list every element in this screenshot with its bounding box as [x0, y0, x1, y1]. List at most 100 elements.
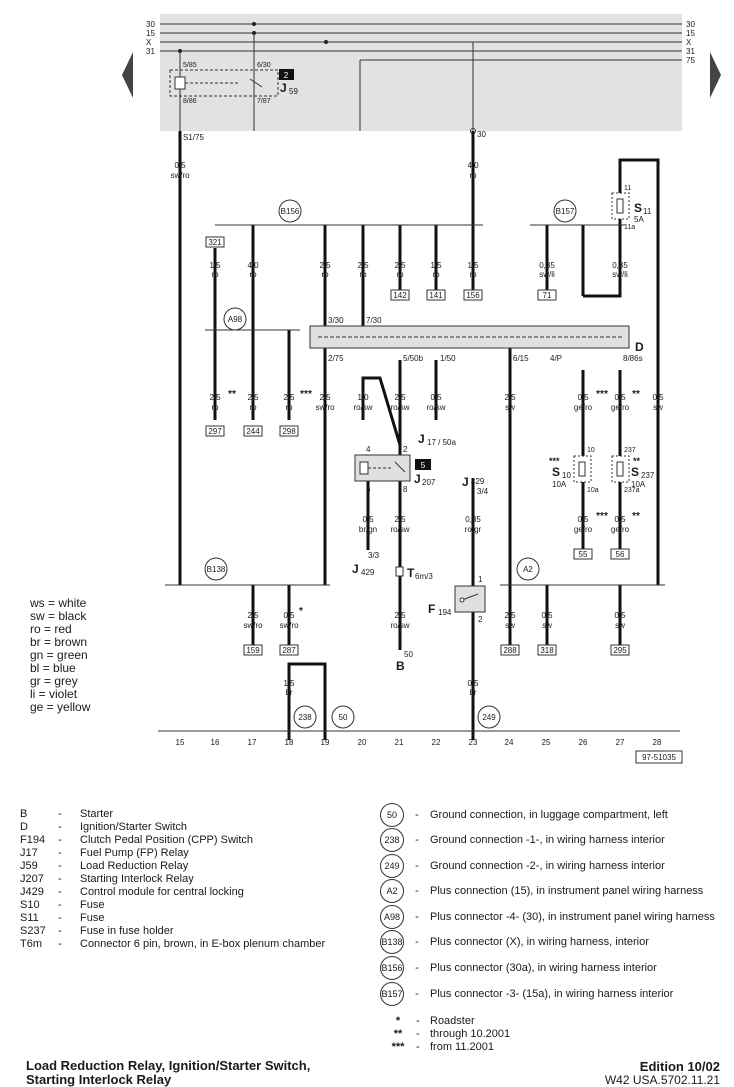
ground-id: B138: [380, 930, 404, 954]
footnote-symbol: ***: [391, 1041, 405, 1053]
component-text: Starting Interlock Relay: [80, 873, 194, 885]
wire-size: 2,5: [394, 515, 406, 524]
fuse-s10-mark: ***: [549, 456, 560, 466]
wire-size: 2,5: [394, 261, 406, 270]
component-text: Starter: [80, 808, 114, 820]
wire-size: 2,5: [504, 393, 516, 402]
wire-size: 0,35: [465, 515, 481, 524]
wire-color: sw/li: [612, 270, 628, 279]
wire-size: 2,5: [357, 261, 369, 270]
f194-pin: 2: [478, 615, 483, 624]
component-code: J59: [20, 860, 38, 872]
component-code: B: [20, 808, 28, 820]
ground-id: B157: [380, 982, 404, 1006]
document-code: W42 USA.5702.11.21: [604, 1073, 720, 1087]
fuse-s237: 237 237a ** S 237 10A: [611, 447, 655, 494]
switch-d-pin: 7/30: [366, 316, 382, 325]
wire-size: 2,5: [247, 393, 259, 402]
wire-ref-box: 142: [393, 291, 407, 300]
wire-color: ro: [432, 270, 440, 279]
relay-j59-pin-585: 5/85: [183, 62, 197, 69]
ground-id: A98: [380, 905, 404, 929]
ground-legend-item: 50-Ground connection, in luggage compart…: [380, 803, 668, 827]
j429-top-name: J: [462, 475, 469, 489]
color-legend-item: li = violet: [30, 687, 78, 701]
wire-color: ro: [211, 403, 219, 412]
j429-bottom-sub: 429: [361, 568, 375, 577]
j17-name: J: [418, 432, 425, 446]
color-legend-item: ro = red: [30, 622, 72, 636]
wire-color: ge/ro: [574, 403, 593, 412]
rail-label-right-15: 15: [686, 29, 695, 38]
prev-page-arrow-icon[interactable]: [122, 52, 133, 98]
fuse-s10-name: S: [552, 465, 560, 479]
wire-color: br: [285, 688, 292, 697]
next-page-arrow-icon[interactable]: [710, 52, 721, 98]
wire-ref-box: 159: [246, 646, 260, 655]
rail-label-right-31: 31: [686, 47, 695, 56]
component-code: J207: [20, 873, 44, 885]
component-code: S11: [20, 912, 39, 924]
ground-text: Plus connector (X), in wiring harness, i…: [430, 936, 649, 948]
wire-mark: ***: [596, 389, 608, 400]
wire-size: 0,5: [577, 515, 589, 524]
fuse-s237-mark: **: [633, 456, 641, 466]
switch-f194: F 194 1 2: [428, 575, 486, 624]
fuse-s11-name: S: [634, 201, 642, 215]
ground-text: Ground connection, in luggage compartmen…: [430, 809, 668, 821]
wire-color: sw/li: [539, 270, 555, 279]
power-rails: [160, 23, 682, 131]
page-title-line: Starting Interlock Relay: [26, 1072, 172, 1087]
relay-j207-pin: 4: [366, 445, 371, 454]
rail-label-right-x: X: [686, 38, 692, 47]
ground-id: B156: [380, 956, 404, 980]
fuse-s10-pin: 10: [587, 447, 595, 454]
wire-color: sw: [542, 621, 552, 630]
component-code: J17: [20, 847, 38, 859]
connector-b157: B157: [556, 207, 575, 216]
connector-circles: B156 B157 A98 B138 A2: [204, 199, 577, 581]
wire-size: 0,5: [614, 611, 626, 620]
component-legend-item: J17-Fuel Pump (FP) Relay: [20, 847, 189, 859]
wire-color: ro: [249, 270, 257, 279]
fuse-s11-sub: 11: [643, 207, 652, 216]
wire-color: sw: [653, 403, 663, 412]
column-number: 15: [176, 738, 185, 747]
relay-j59-badge: 2: [284, 71, 289, 80]
wire-size: 1,0: [357, 393, 369, 402]
wire-mark: *: [299, 606, 303, 617]
wire-size: 2,5: [504, 611, 516, 620]
wire-ref-box: 297: [208, 427, 222, 436]
wire-mark: ***: [300, 389, 312, 400]
switch-d-pin: 8/86s: [623, 354, 643, 363]
j429-top-sub: 429: [471, 477, 485, 486]
wire-size: 0,5: [614, 515, 626, 524]
wire-size: 1,5: [467, 261, 479, 270]
wire-size: 2,5: [394, 393, 406, 402]
fuse-s10-sub: 10: [562, 471, 571, 480]
j429-bottom-name: J: [352, 562, 359, 576]
ground-text: Ground connection -1-, in wiring harness…: [430, 834, 665, 846]
fuse-s11-pin-bottom: 11a: [624, 224, 635, 231]
ground-legend-item: B157-Plus connector -3- (15a), in wiring…: [380, 982, 673, 1006]
wire-mark: ***: [596, 511, 608, 522]
wire-size: 0,5: [430, 393, 442, 402]
wire-size: 1,5: [283, 679, 295, 688]
color-legend-item: gn = green: [30, 648, 88, 662]
footnote-text: from 11.2001: [430, 1041, 495, 1053]
j17-sub: 17 / 50a: [427, 438, 456, 447]
component-text: Ignition/Starter Switch: [80, 821, 187, 833]
wire-size: 1,5: [209, 261, 221, 270]
column-number: 27: [616, 738, 625, 747]
page-title-line: Load Reduction Relay, Ignition/Starter S…: [26, 1058, 311, 1073]
component-text: Load Reduction Relay: [80, 860, 189, 872]
ground-id: 238: [380, 828, 404, 852]
wire-size: 0,5: [652, 393, 664, 402]
column-number: 17: [248, 738, 257, 747]
relay-j207-badge: 5: [421, 461, 426, 470]
connector-b138: B138: [207, 565, 226, 574]
relay-j207-sub: 207: [422, 478, 436, 487]
connector-t6m-icon: [395, 566, 404, 577]
rail-label-left-x: X: [146, 38, 152, 47]
